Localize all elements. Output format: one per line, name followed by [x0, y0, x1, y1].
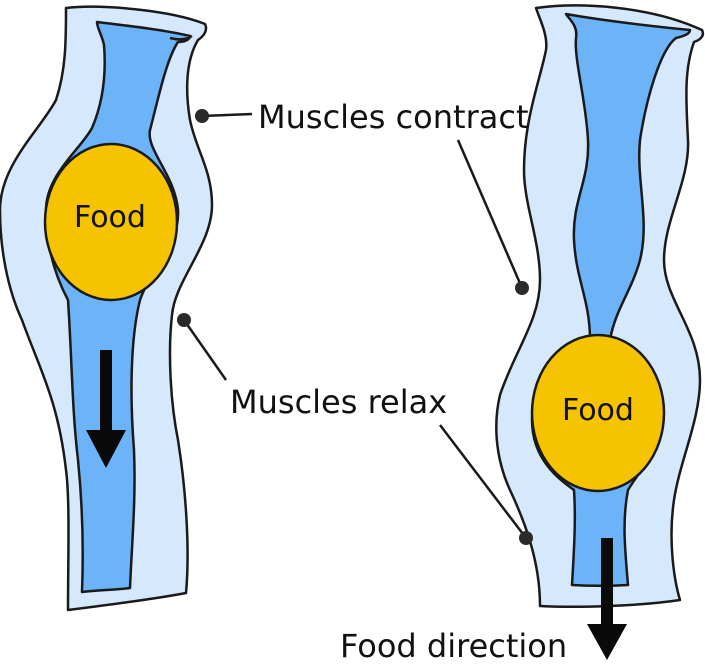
contract-leader-right [456, 139, 524, 289]
contract-leader-left [201, 112, 253, 118]
muscles-contract-label: Muscles contract [258, 98, 528, 136]
left-arrow-shaft [100, 350, 112, 432]
right-food-label: Food [562, 393, 634, 428]
contract-dot-left [195, 109, 209, 123]
leaders [177, 109, 533, 545]
right-esophagus: Food [495, 4, 705, 660]
left-arrow-head [86, 430, 126, 468]
food-direction-arrow-head [587, 624, 627, 660]
left-food-label: Food [74, 200, 146, 235]
left-food-bolus [43, 142, 179, 302]
food-direction-arrow-shaft [601, 538, 613, 628]
food-direction-label: Food direction [340, 627, 567, 665]
muscles-relax-label: Muscles relax [230, 383, 447, 421]
relax-dot-right [519, 531, 533, 545]
relax-leader-right [439, 424, 527, 539]
left-lumen-fold [169, 34, 193, 41]
right-food-bolus [530, 333, 666, 493]
relax-leader-left [182, 319, 228, 381]
relax-dot-left [177, 313, 191, 327]
left-esophagus: Food [0, 5, 214, 612]
contract-dot-right [515, 281, 529, 295]
